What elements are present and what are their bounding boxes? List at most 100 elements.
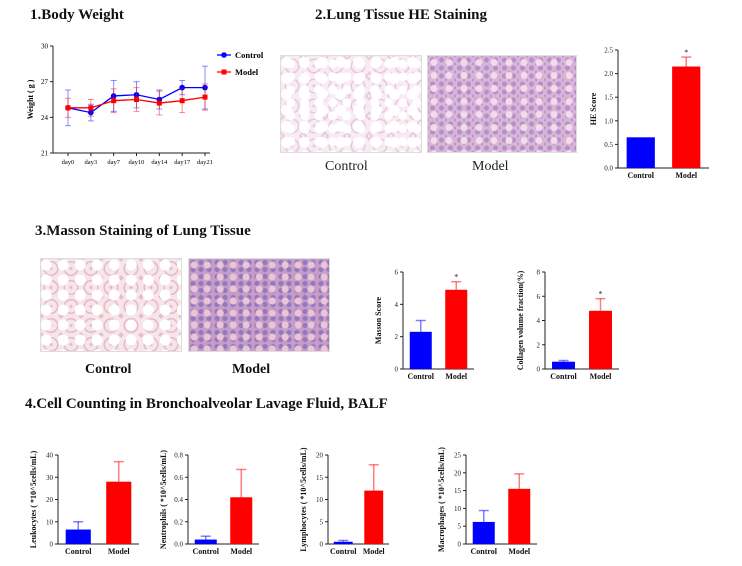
masson-model-micrograph [188,258,330,352]
x-tick-label: day14 [151,159,168,166]
bar-model [508,488,531,544]
data-point [156,100,162,106]
y-tick-label: 5 [320,518,324,526]
y-tick-label: 0.2 [174,518,183,526]
x-tick-label: Control [330,547,357,556]
y-axis-label: Leukocytes ( *10^5cells/mL) [29,450,38,548]
masson-control-label: Control [85,362,132,377]
y-tick-label: 20 [316,452,324,460]
y-axis-label: Macrophages ( *10^5cells/mL) [437,447,446,552]
data-point [110,93,117,99]
x-tick-label: day3 [85,159,98,166]
x-tick-label: Model [108,547,131,556]
data-point [88,105,94,111]
x-tick-label: Control [407,372,434,381]
y-tick-label: 0.6 [174,474,183,482]
y-tick-label: 21 [41,150,49,158]
y-tick-label: 4 [537,317,541,325]
y-tick-label: 30 [41,43,49,51]
x-tick-label: Model [590,372,613,381]
y-tick-label: 40 [46,452,54,460]
significance-marker: * [684,48,688,57]
section-title-body-weight: 1.Body Weight [30,7,124,23]
y-tick-label: 2 [395,333,399,341]
bar-control [552,361,575,369]
y-tick-label: 30 [46,474,54,482]
y-axis-label: Collagen volume fraction(%) [516,270,525,370]
x-tick-label: Control [65,547,92,556]
bar-model [106,481,132,544]
y-tick-label: 0.8 [174,452,183,460]
y-tick-label: 0 [320,541,324,549]
x-tick-label: day7 [107,159,120,166]
x-tick-label: day21 [197,159,213,166]
significance-marker: * [454,273,458,282]
data-point [202,94,208,100]
y-tick-label: 0.4 [174,496,183,504]
bar-control [472,521,495,544]
x-tick-label: Model [230,547,253,556]
section-title-masson: 3.Masson Staining of Lung Tissue [35,223,251,239]
x-tick-label: Model [675,171,698,180]
y-tick-label: 0 [537,366,541,374]
y-axis-label: HE Score [589,92,598,125]
y-tick-label: 1.0 [604,117,613,125]
bar-control [626,137,655,168]
y-tick-label: 0.5 [604,141,613,149]
y-tick-label: 6 [537,293,541,301]
y-tick-label: 2 [537,341,541,349]
data-point [65,105,71,111]
y-tick-label: 1.5 [604,94,613,102]
x-tick-label: Control [550,372,577,381]
bar-control [409,331,432,369]
data-point [133,91,140,98]
legend-marker [221,69,227,75]
y-tick-label: 20 [454,469,462,477]
data-point [88,109,94,116]
y-axis-label: Masson Score [374,296,383,344]
legend-marker [221,52,227,58]
bar-model [589,310,612,369]
y-axis-label: Weight ( g ) [26,79,35,119]
y-axis-label: Neutrophils ( *10^5cells/mL) [159,450,168,550]
data-point [179,84,185,91]
y-tick-label: 15 [316,474,324,482]
masson-model-label: Model [232,362,271,377]
y-tick-label: 5 [458,523,462,531]
y-tick-label: 4 [395,301,399,309]
bar-control [194,539,217,544]
he-control-micrograph [280,55,422,153]
section-title-balf: 4.Cell Counting in Bronchoalveolar Lavag… [25,396,388,412]
bar-control [333,541,353,544]
y-tick-label: 10 [316,496,324,504]
y-tick-label: 10 [454,505,462,513]
y-tick-label: 27 [41,78,49,86]
y-tick-label: 0.0 [604,165,613,173]
data-point [134,97,139,102]
bar-model [230,497,253,544]
bar-model [364,490,384,544]
y-tick-label: 0 [458,541,462,549]
x-tick-label: Control [627,171,654,180]
y-tick-label: 0 [395,366,399,374]
x-tick-label: Model [445,372,468,381]
x-tick-label: Control [192,547,219,556]
x-tick-label: day0 [62,159,75,166]
he-model-micrograph [427,55,577,153]
legend-label: Control [235,50,264,60]
lymphocytes-chart: 0 5 10 15 20 Lymphocytes ( *10^5cells/mL) Cont… [299,447,389,556]
y-tick-label: 10 [46,518,54,526]
y-tick-label: 15 [454,487,462,495]
y-axis-label: Lymphocytes ( *10^5cells/mL) [299,447,308,552]
data-point [202,84,208,91]
masson-control-micrograph [40,258,182,352]
bar-model [672,66,701,168]
he-control-label: Control [325,159,368,174]
y-tick-label: 25 [454,452,462,460]
